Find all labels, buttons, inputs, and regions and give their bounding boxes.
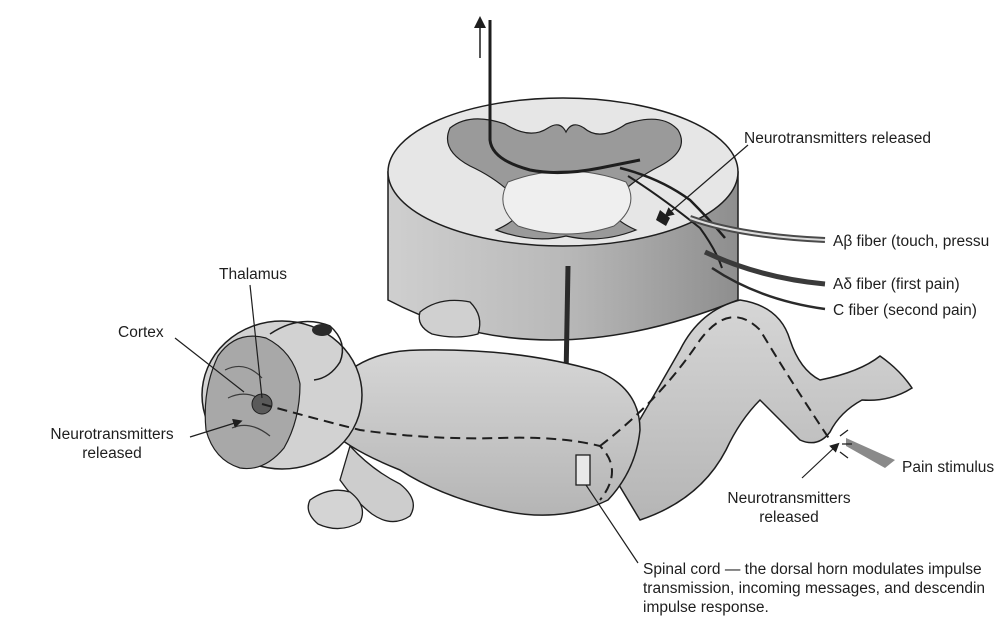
label-spinal-cord-line3: impulse response. bbox=[643, 598, 769, 617]
label-neurotransmitters-brain-line1: Neurotransmitters bbox=[36, 425, 188, 444]
label-neurotransmitters-brain-line2: released bbox=[36, 444, 188, 463]
label-cortex: Cortex bbox=[118, 323, 164, 342]
label-neurotransmitters-leg-line2: released bbox=[708, 508, 870, 527]
label-spinal-cord-line2: transmission, incoming messages, and des… bbox=[643, 579, 985, 598]
label-thalamus: Thalamus bbox=[219, 265, 287, 284]
pain-stimulus-mark bbox=[840, 430, 895, 468]
label-spinal-cord-line1: Spinal cord — the dorsal horn modulates … bbox=[643, 560, 982, 579]
label-pain-stimulus: Pain stimulus bbox=[902, 458, 994, 477]
label-neurotransmitters-leg-line1: Neurotransmitters bbox=[708, 489, 870, 508]
label-a-beta-fiber: Aβ fiber (touch, pressu bbox=[833, 232, 989, 251]
label-a-delta-fiber: Aδ fiber (first pain) bbox=[833, 275, 960, 294]
label-neurotransmitters-cord: Neurotransmitters released bbox=[744, 129, 931, 148]
label-c-fiber: C fiber (second pain) bbox=[833, 301, 977, 320]
